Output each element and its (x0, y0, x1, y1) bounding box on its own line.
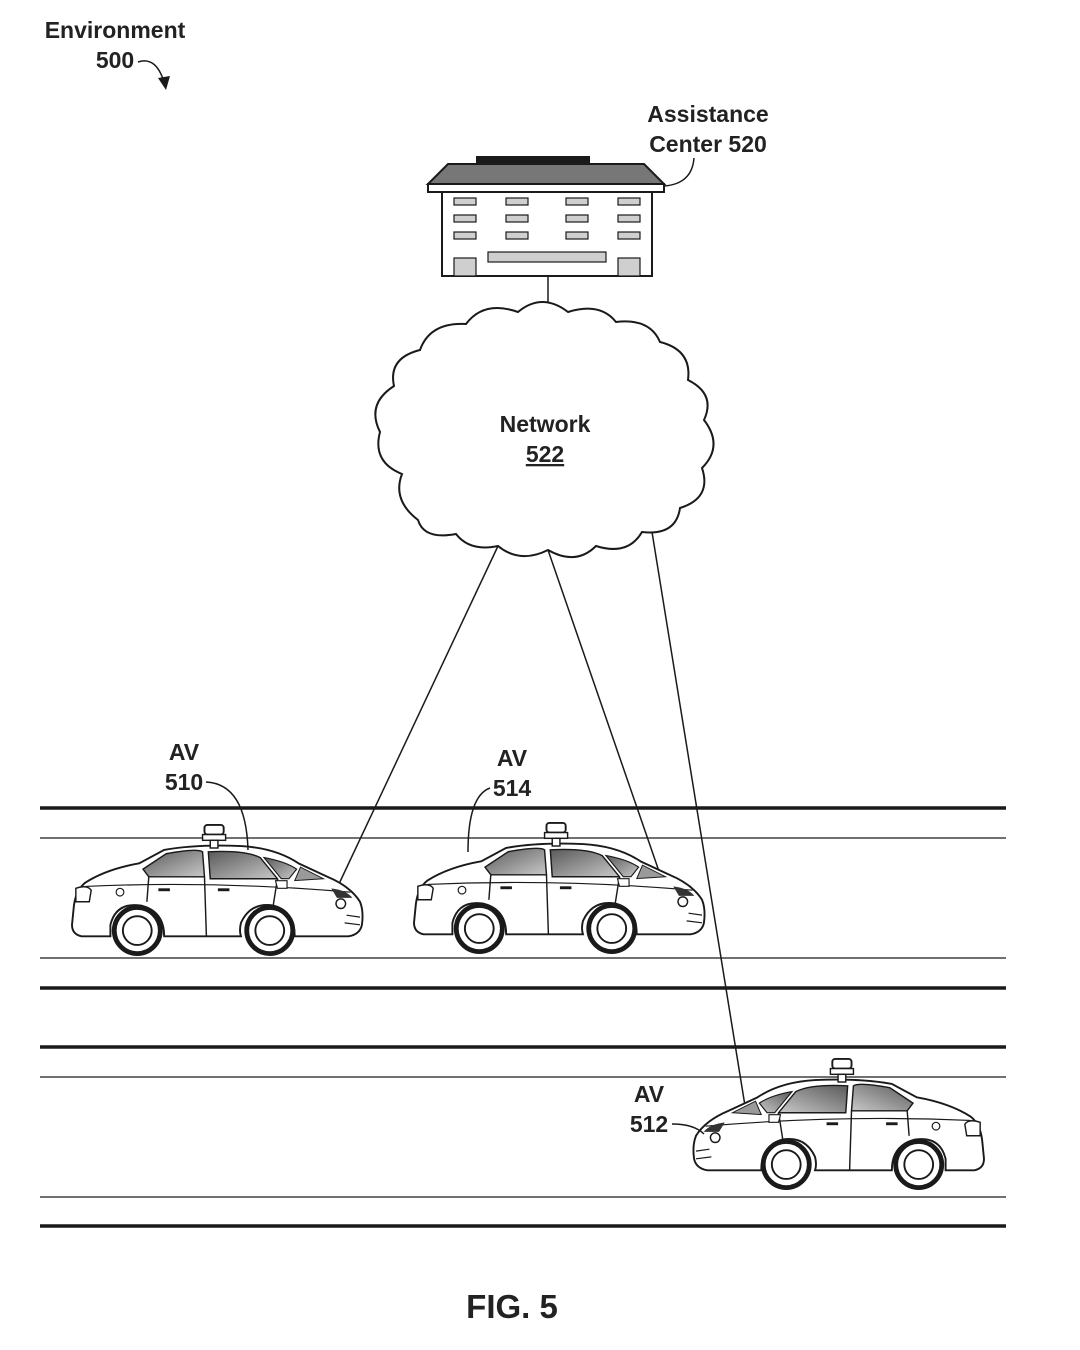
av512-label: AV (634, 1081, 665, 1107)
assistance-center-leader (663, 157, 695, 187)
network-label: Network (500, 411, 591, 437)
av510-ref: 510 (165, 769, 203, 795)
vehicle-av514 (414, 823, 705, 952)
av514-leader (467, 787, 491, 853)
environment-arrowhead (158, 76, 170, 90)
assistance-center-label-line1: Assistance (647, 101, 768, 127)
network-ref: 522 (526, 441, 564, 467)
link-network-av510 (337, 545, 499, 887)
av512-leader (671, 1123, 705, 1135)
vehicle-av510 (72, 825, 363, 954)
av512-ref: 512 (630, 1111, 668, 1137)
link-network-av514 (547, 549, 663, 881)
road-lower (40, 1045, 1006, 1228)
assistance-center-label-line2: Center 520 (649, 131, 767, 157)
av514-label: AV (497, 745, 528, 771)
vehicle-av512 (693, 1059, 984, 1188)
environment-ref: 500 (96, 47, 134, 73)
assistance-center-building (425, 156, 667, 277)
av510-label: AV (169, 739, 200, 765)
environment-title: Environment (45, 17, 186, 43)
road-upper (40, 806, 1006, 990)
av514-ref: 514 (493, 775, 532, 801)
av510-leader (205, 781, 249, 851)
figure-caption: FIG. 5 (466, 1288, 558, 1325)
link-network-av512 (651, 531, 747, 1113)
